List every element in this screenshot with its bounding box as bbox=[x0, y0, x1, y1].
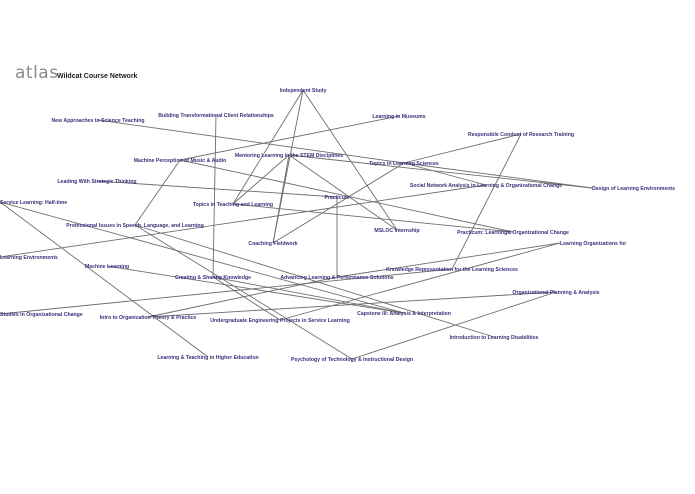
course-node-n5[interactable]: Responsible Conduct of Research Training bbox=[468, 132, 574, 138]
course-node-n24[interactable]: Advancing Learning & Performance Solutio… bbox=[280, 275, 393, 281]
edge-layer bbox=[0, 89, 593, 360]
atlas-logo: atlas bbox=[15, 63, 59, 83]
edge-n13-n28 bbox=[0, 201, 405, 314]
edge-n24-n27 bbox=[147, 276, 338, 318]
edge-n19-n29 bbox=[279, 242, 561, 321]
edge-n5-n8 bbox=[403, 133, 522, 164]
course-node-n19[interactable]: Learning Organizations for bbox=[560, 241, 626, 247]
edge-n1-n14 bbox=[232, 89, 304, 205]
course-node-n28[interactable]: Capstone III: Analysis & Interpretation bbox=[357, 311, 451, 317]
course-node-n3[interactable]: New Approaches to Science Teaching bbox=[51, 118, 144, 124]
course-node-n12[interactable]: Practicum bbox=[324, 195, 349, 201]
edge-n2-n23 bbox=[212, 114, 217, 278]
edge-n15-n30 bbox=[134, 224, 495, 338]
edge-n25-n27 bbox=[147, 291, 557, 318]
edge-n22-n26 bbox=[0, 268, 453, 315]
edge-n4-n6 bbox=[179, 115, 400, 161]
edge-n13-n31 bbox=[0, 201, 209, 358]
page-title: Wildcat Course Network bbox=[57, 73, 138, 80]
course-node-n25[interactable]: Organizational Planning & Analysis bbox=[512, 290, 599, 296]
course-node-n2[interactable]: Building Transformational Client Relatio… bbox=[158, 113, 274, 119]
edge-n8-n18 bbox=[272, 162, 405, 244]
course-node-n16[interactable]: MSLOC Internship bbox=[374, 228, 419, 234]
course-node-n11[interactable]: Design of Learning Environments bbox=[592, 186, 675, 192]
edge-n1-n16 bbox=[302, 89, 398, 231]
edge-n25-n32 bbox=[351, 291, 557, 360]
edge-n8-n11 bbox=[403, 162, 593, 189]
edge-n5-n22 bbox=[451, 133, 522, 270]
edge-n7-n14 bbox=[232, 154, 290, 205]
course-node-n4[interactable]: Learning in Museums bbox=[372, 114, 425, 120]
edge-n6-n17 bbox=[179, 159, 514, 233]
edge-n23-n29 bbox=[212, 276, 281, 321]
course-node-n29[interactable]: Undergraduate Engineering Projects in Se… bbox=[210, 318, 350, 324]
edge-n7-n11 bbox=[288, 154, 593, 189]
edge-n3-n8 bbox=[97, 119, 405, 164]
edge-n14-n17 bbox=[232, 203, 514, 233]
edge-n10-n20 bbox=[0, 184, 487, 258]
edge-n19-n24 bbox=[336, 242, 561, 278]
edge-n21-n28 bbox=[106, 265, 405, 314]
course-node-n31[interactable]: Learning & Teaching in Higher Education bbox=[157, 355, 258, 361]
edge-n7-n16 bbox=[288, 154, 398, 231]
course-node-n27[interactable]: Intro to Organization Theory & Practice bbox=[100, 315, 197, 321]
course-node-n26[interactable]: Studies in Organizational Change bbox=[0, 312, 83, 318]
edge-n9-n12 bbox=[96, 180, 338, 198]
course-node-n8[interactable]: Topics in Learning Sciences bbox=[369, 161, 439, 167]
course-node-n17[interactable]: Practicum: Learning& Organizational Chan… bbox=[457, 230, 569, 236]
course-node-n22[interactable]: Knowledge Representation for the Learnin… bbox=[386, 267, 518, 273]
course-node-n20[interactable]: Learning Environments bbox=[0, 255, 58, 261]
course-node-n23[interactable]: Creating & Sharing Knowledge bbox=[175, 275, 251, 281]
course-node-n14[interactable]: Topics in Teaching and Learning bbox=[193, 202, 273, 208]
edge-n23-n28 bbox=[212, 276, 405, 314]
course-node-n13[interactable]: Service Learning: Half-time bbox=[0, 200, 67, 206]
course-node-n7[interactable]: Mentoring Learning in the STEM Disciplin… bbox=[235, 153, 343, 159]
course-node-n10[interactable]: Social Network Analysis in Learning & Or… bbox=[410, 183, 562, 189]
course-node-n21[interactable]: Machine Learning bbox=[85, 264, 129, 270]
course-node-n9[interactable]: Leading With Strategic Thinking bbox=[57, 179, 136, 185]
edge-n7-n18 bbox=[272, 154, 290, 244]
course-node-n1[interactable]: Independent Study bbox=[280, 88, 327, 94]
edge-n6-n15 bbox=[134, 159, 181, 226]
course-node-n32[interactable]: Psychology of Technology & Instructional… bbox=[291, 357, 413, 363]
course-node-n18[interactable]: Coaching Fieldwork bbox=[248, 241, 297, 247]
course-node-n30[interactable]: Introduction to Learning Disabilities bbox=[450, 335, 539, 341]
course-node-n15[interactable]: Professional Issues in Speech, Language,… bbox=[66, 223, 204, 229]
course-node-n6[interactable]: Machine Perception of Music & Audio bbox=[134, 158, 227, 164]
edge-n8-n10 bbox=[403, 162, 487, 186]
edge-n15-n32 bbox=[134, 224, 353, 360]
